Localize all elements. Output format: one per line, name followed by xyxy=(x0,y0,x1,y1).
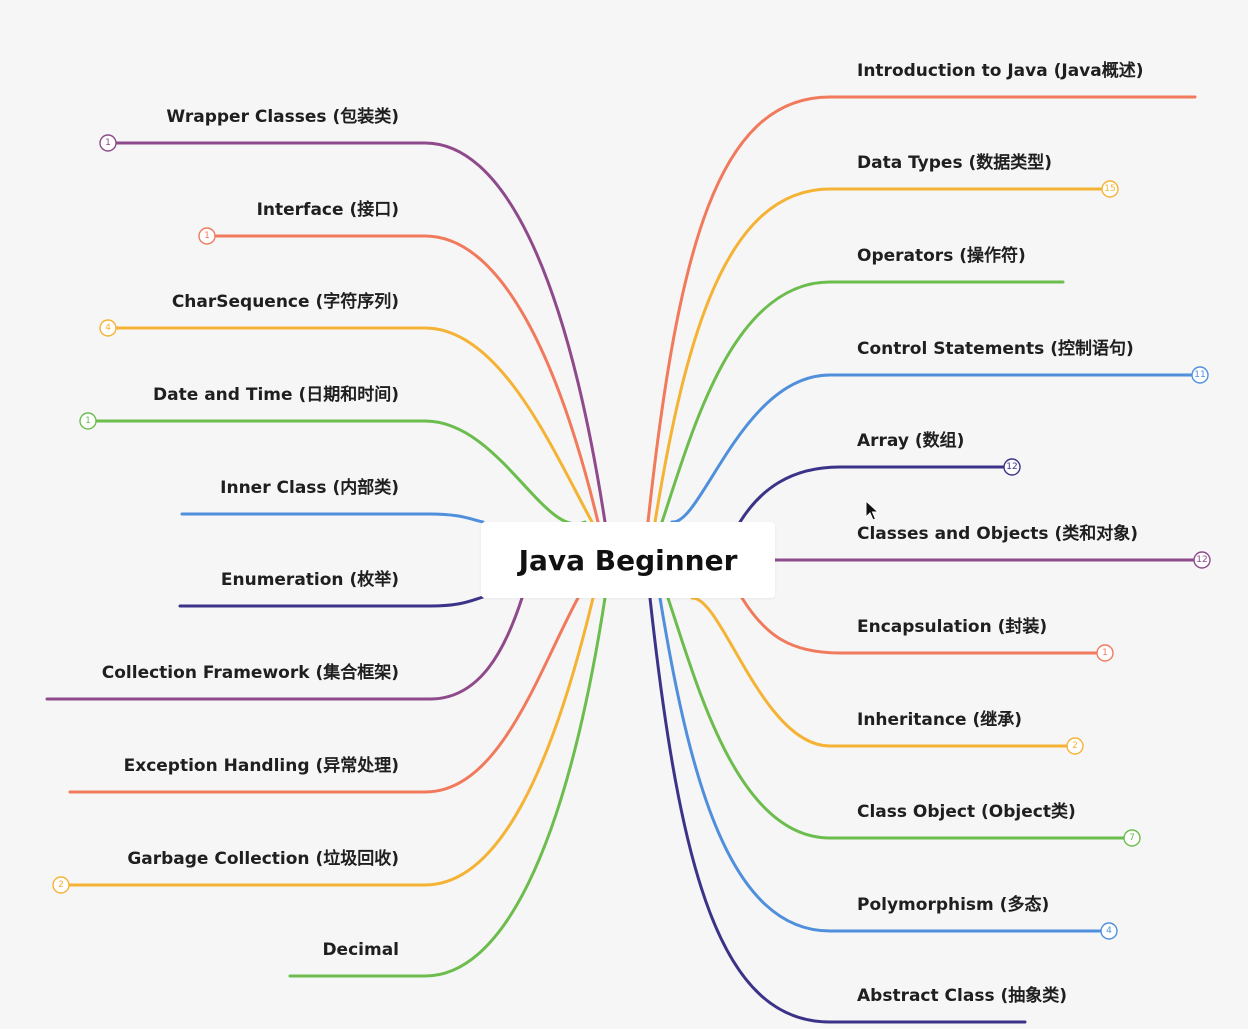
branch-line-control-statements xyxy=(670,373,1202,524)
branch-label-exception-handling[interactable]: Exception Handling (异常处理) xyxy=(123,756,399,776)
branch-label-control-statements[interactable]: Control Statements (控制语句) xyxy=(857,339,1134,359)
branch-label-wrapper-classes[interactable]: Wrapper Classes (包装类) xyxy=(166,107,399,127)
collapse-badge-circle[interactable] xyxy=(79,412,97,430)
collapse-badge-count: 4 xyxy=(1106,926,1112,936)
collapse-badge-array[interactable]: 12 xyxy=(1003,458,1021,476)
collapse-badge-charsequence[interactable]: 4 xyxy=(99,319,117,337)
collapse-badge-control-statements[interactable]: 11 xyxy=(1191,366,1209,384)
collapse-badge-circle[interactable] xyxy=(99,134,117,152)
collapse-badge-circle[interactable] xyxy=(1003,458,1021,476)
collapse-badge-garbage-collection[interactable]: 2 xyxy=(52,876,70,894)
collapse-badge-circle[interactable] xyxy=(1193,551,1211,569)
branch-line-class-object xyxy=(666,596,1134,840)
collapse-badge-circle[interactable] xyxy=(99,319,117,337)
collapse-badge-circle[interactable] xyxy=(1096,644,1114,662)
collapse-badge-count: 2 xyxy=(1072,741,1078,751)
collapse-badge-count: 11 xyxy=(1194,370,1205,380)
branch-line-operators xyxy=(660,280,1065,524)
collapse-badge-class-object[interactable]: 7 xyxy=(1123,829,1141,847)
collapse-badge-count: 4 xyxy=(105,323,111,333)
collapse-badge-circle[interactable] xyxy=(1123,829,1141,847)
collapse-badge-circle[interactable] xyxy=(1101,180,1119,198)
branch-line-abstract-class xyxy=(648,596,1027,1024)
collapse-badge-date-and-time[interactable]: 1 xyxy=(79,412,97,430)
collapse-badge-count: 12 xyxy=(1196,555,1207,565)
branch-line-data-types xyxy=(653,187,1112,524)
collapse-badge-count: 1 xyxy=(204,231,210,241)
branch-label-interface[interactable]: Interface (接口) xyxy=(256,200,399,220)
branch-label-inheritance[interactable]: Inheritance (继承) xyxy=(857,710,1023,730)
collapse-badge-circle[interactable] xyxy=(1100,922,1118,940)
branch-line-introduction-to-java xyxy=(646,95,1197,524)
branch-line-interface xyxy=(205,234,600,524)
branch-label-decimal[interactable]: Decimal xyxy=(322,940,399,960)
branch-line-charsequence xyxy=(106,326,594,524)
branch-line-date-and-time xyxy=(86,419,587,526)
branch-line-wrapper-classes xyxy=(106,141,607,524)
branch-line-inheritance xyxy=(690,596,1077,748)
branch-label-introduction-to-java[interactable]: Introduction to Java (Java概述) xyxy=(857,61,1144,81)
collapse-badge-inheritance[interactable]: 2 xyxy=(1066,737,1084,755)
branch-label-inner-class[interactable]: Inner Class (内部类) xyxy=(220,478,399,498)
branch-line-inner-class xyxy=(180,512,485,524)
branch-label-polymorphism[interactable]: Polymorphism (多态) xyxy=(857,895,1050,915)
branch-label-charsequence[interactable]: CharSequence (字符序列) xyxy=(171,292,399,312)
branch-label-operators[interactable]: Operators (操作符) xyxy=(857,246,1026,266)
branch-label-array[interactable]: Array (数组) xyxy=(857,431,965,451)
branch-line-collection-framework xyxy=(45,596,524,701)
branch-label-abstract-class[interactable]: Abstract Class (抽象类) xyxy=(857,986,1068,1006)
branch-line-decimal xyxy=(288,596,607,978)
collapse-badge-interface[interactable]: 1 xyxy=(198,227,216,245)
mouse-cursor-icon xyxy=(865,500,879,521)
collapse-badge-data-types[interactable]: 15 xyxy=(1101,180,1119,198)
branch-line-array xyxy=(738,465,1014,524)
collapse-badge-count: 1 xyxy=(1102,648,1108,658)
collapse-badge-count: 12 xyxy=(1006,462,1017,472)
collapse-badge-count: 1 xyxy=(105,138,111,148)
branch-label-date-and-time[interactable]: Date and Time (日期和时间) xyxy=(153,385,399,405)
collapse-badge-classes-and-objects[interactable]: 12 xyxy=(1193,551,1211,569)
collapse-badge-count: 1 xyxy=(85,416,91,426)
branch-label-class-object[interactable]: Class Object (Object类) xyxy=(857,802,1076,822)
branch-line-garbage-collection xyxy=(59,596,595,887)
branch-line-polymorphism xyxy=(658,596,1111,933)
collapse-badge-polymorphism[interactable]: 4 xyxy=(1100,922,1118,940)
branch-label-garbage-collection[interactable]: Garbage Collection (垃圾回收) xyxy=(127,849,399,869)
branch-label-enumeration[interactable]: Enumeration (枚举) xyxy=(220,570,399,590)
branch-line-exception-handling xyxy=(68,596,580,794)
branch-line-enumeration xyxy=(178,595,485,608)
branch-line-encapsulation xyxy=(740,596,1107,655)
collapse-badge-count: 15 xyxy=(1104,184,1115,194)
branch-label-encapsulation[interactable]: Encapsulation (封装) xyxy=(857,617,1048,637)
collapse-badge-circle[interactable] xyxy=(1191,366,1209,384)
branch-label-classes-and-objects[interactable]: Classes and Objects (类和对象) xyxy=(857,524,1138,544)
collapse-badge-count: 7 xyxy=(1129,833,1135,843)
collapse-badge-encapsulation[interactable]: 1 xyxy=(1096,644,1114,662)
collapse-badge-circle[interactable] xyxy=(52,876,70,894)
collapse-badge-circle[interactable] xyxy=(1066,737,1084,755)
root-node-java-beginner[interactable]: Java Beginner xyxy=(481,522,775,598)
collapse-badge-count: 2 xyxy=(58,880,64,890)
collapse-badge-circle[interactable] xyxy=(198,227,216,245)
branch-label-collection-framework[interactable]: Collection Framework (集合框架) xyxy=(101,663,399,683)
branch-label-data-types[interactable]: Data Types (数据类型) xyxy=(857,153,1053,173)
collapse-badge-wrapper-classes[interactable]: 1 xyxy=(99,134,117,152)
